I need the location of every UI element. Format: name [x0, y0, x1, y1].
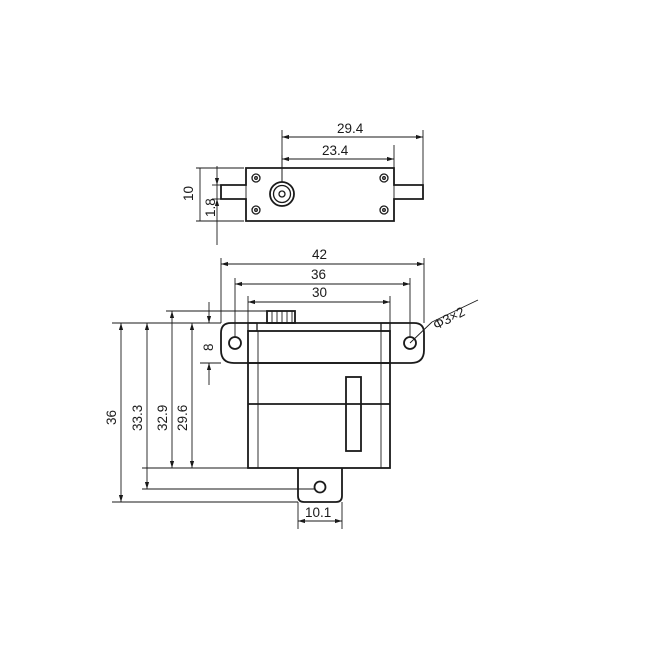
- dim-label-29-4: 29.4: [337, 121, 364, 136]
- dim-label-30: 30: [312, 285, 327, 300]
- dim-label-10-1: 10.1: [305, 505, 331, 520]
- top-view-flange-outline: [220, 167, 424, 222]
- dim-label-8: 8: [201, 343, 216, 351]
- front-view-output-spline: [266, 310, 296, 324]
- dim-label-hole-callout: Φ3×2: [431, 304, 468, 333]
- dim-label-36-width: 36: [311, 267, 326, 282]
- top-view: 29.4 23.4 10 1.8: [181, 121, 424, 245]
- front-view-body: [247, 330, 391, 469]
- dim-label-29-6: 29.6: [175, 405, 190, 431]
- front-view-bottom-tab: [297, 468, 343, 503]
- front-view-label-window: [345, 376, 362, 452]
- dim-label-1-8: 1.8: [203, 198, 218, 217]
- dim-label-23-4: 23.4: [322, 143, 349, 158]
- dim-label-32-9: 32.9: [155, 405, 170, 431]
- dim-label-10: 10: [181, 186, 196, 201]
- front-view: 42 36 30 8 Φ3×2 36 33.3: [104, 247, 479, 529]
- front-view-mount-holes: [228, 336, 417, 350]
- dim-label-36-height: 36: [104, 410, 119, 425]
- top-view-screw-holes: [251, 173, 389, 215]
- dim-label-33-3: 33.3: [130, 405, 145, 431]
- front-view-mount-ears: [220, 322, 425, 364]
- top-view-output-gear: [269, 181, 295, 207]
- dim-label-42: 42: [312, 247, 327, 262]
